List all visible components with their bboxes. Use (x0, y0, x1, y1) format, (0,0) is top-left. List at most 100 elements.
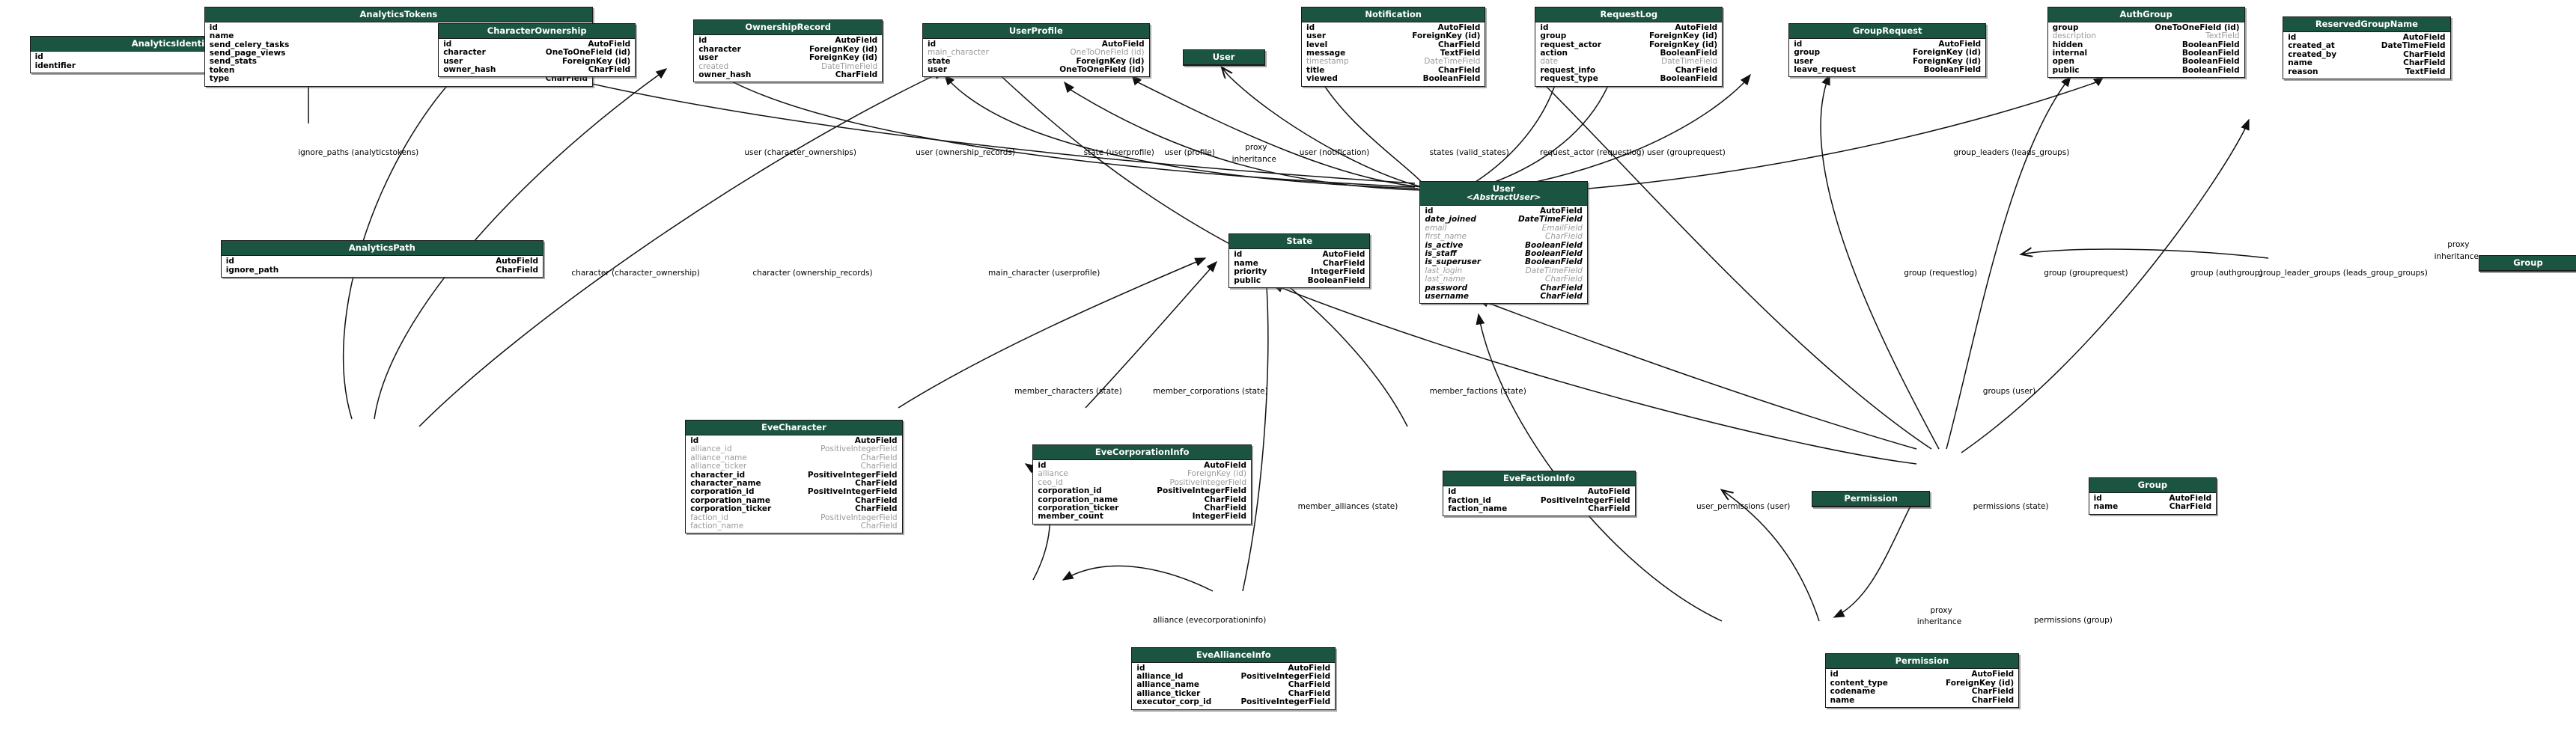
edge-label: inheritance (1231, 154, 1276, 164)
field-type: BooleanField (1525, 257, 1583, 267)
entity-permission_plain[interactable]: Permission (1812, 490, 1931, 507)
field-name: created_at (2288, 41, 2335, 51)
field-type: OneToOneField (id) (2155, 22, 2240, 32)
field-name: corporation_ticker (690, 504, 772, 514)
entity-name: User (1492, 183, 1515, 194)
field-type: ForeignKey (id) (1913, 56, 1982, 66)
entity-title-permission_main: Permission (1825, 654, 2019, 670)
edge-label: member_alliances (state) (1297, 502, 1398, 511)
field-name: executor_corp_id (1136, 697, 1212, 707)
field-name: name (209, 31, 234, 41)
field-name: name (1234, 258, 1258, 268)
entity-group_plain[interactable]: Group (2479, 255, 2576, 272)
entity-title-evecorporationinfo: EveCorporationInfo (1033, 445, 1251, 460)
edge-label: proxy (2447, 240, 2470, 250)
field-type: BooleanField (2181, 40, 2240, 49)
field-type: CharField (1540, 292, 1583, 302)
field-name: owner_hash (698, 70, 752, 80)
field-type: CharField (1288, 680, 1331, 690)
edge-label: states (valid_states) (1429, 148, 1509, 157)
entity-user_plain[interactable]: User (1182, 49, 1265, 66)
entity-title-grouprequest: GroupRequest (1789, 23, 1986, 39)
entity-name: UserProfile (1008, 25, 1063, 36)
field-name: character (698, 44, 741, 54)
field-type: ForeignKey (id) (1076, 56, 1145, 66)
entity-name: EveCharacter (761, 422, 826, 432)
edge-label: inheritance (2434, 251, 2479, 261)
entity-name: GroupRequest (1852, 25, 1922, 36)
field-name: corporation_id (690, 487, 755, 497)
entity-name: AnalyticsTokens (359, 8, 438, 19)
field-type: AutoField (1322, 250, 1365, 260)
field-name: id (2288, 33, 2297, 42)
field-name: name (2288, 58, 2312, 68)
entity-title-evefactioninfo: EveFactionInfo (1443, 471, 1635, 487)
field-type: BooleanField (2181, 65, 2240, 75)
edge-label: group (requestlog) (1904, 268, 1978, 278)
entity-title-user_plain: User (1183, 50, 1264, 65)
field-name: created (698, 61, 729, 71)
entity-title-ownershiprecord: OwnershipRecord (694, 20, 883, 36)
field-type: BooleanField (2181, 49, 2240, 58)
field-name: character_id (690, 470, 746, 480)
field-name: id (928, 39, 937, 49)
field-type: ForeignKey (id) (1913, 48, 1982, 58)
field-name: codename (1830, 687, 1876, 697)
entity-title-group_plain: Group (2479, 256, 2576, 271)
field-type: IntegerField (1311, 267, 1365, 277)
field-name: corporation_ticker (1038, 504, 1119, 513)
field-type: ForeignKey (id) (1412, 31, 1481, 41)
entity-name: AnalyticsPath (348, 242, 415, 254)
field-name: id (1306, 22, 1315, 32)
field-type: AutoField (1675, 22, 1718, 32)
entity-title-analyticspath: AnalyticsPath (221, 241, 543, 257)
field-name: id (1425, 207, 1434, 215)
field-type: EmailField (1541, 223, 1583, 233)
field-name: ceo_id (1038, 477, 1063, 487)
entity-name: EveCorporationInfo (1094, 447, 1190, 457)
field-type: PositiveIntegerField (1540, 495, 1630, 505)
